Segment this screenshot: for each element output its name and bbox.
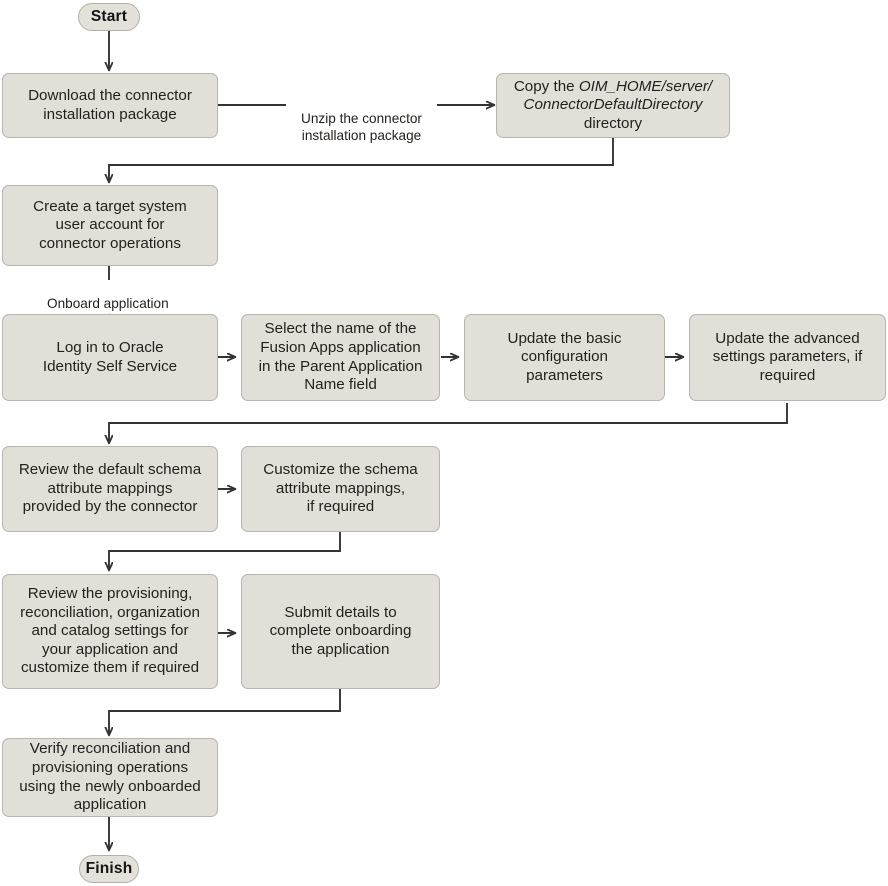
edge-label-onboard-application: Onboard application [44, 280, 190, 313]
start-label: Start [90, 8, 128, 25]
node-update-basic-config-label: Update the basic configuration parameter… [507, 329, 622, 384]
copy-suffix: directory [583, 114, 643, 132]
node-copy-directory-label: Copy the OIM_HOME/server/ ConnectorDefau… [503, 78, 723, 134]
finish-label: Finish [85, 860, 133, 877]
edge-advanced-settings-to-review-schema [109, 403, 788, 443]
node-review-default-schema: Review the default schema attribute mapp… [2, 446, 218, 532]
copy-prefix: Copy the [513, 77, 579, 95]
edge-copy-to-create-account [109, 138, 614, 182]
edge-label-onboard-text: Onboard application [47, 296, 169, 312]
edge-submit-details-to-verify [109, 689, 341, 735]
node-review-provisioning-settings: Review the provisioning, reconciliation,… [2, 574, 218, 689]
edge-label-unzip-text: Unzip the connector installation package [301, 111, 422, 143]
node-update-advanced-settings-label: Update the advanced settings parameters,… [712, 329, 863, 384]
node-customize-schema: Customize the schema attribute mappings,… [241, 446, 440, 532]
node-download-package-label: Download the connector installation pack… [28, 86, 192, 123]
node-review-provisioning-settings-label: Review the provisioning, reconciliation,… [20, 585, 200, 677]
node-select-application-name: Select the name of the Fusion Apps appli… [241, 314, 440, 401]
node-login-self-service: Log in to Oracle Identity Self Service [2, 314, 218, 401]
node-verify-operations-label: Verify reconciliation and provisioning o… [19, 740, 201, 814]
node-update-basic-config: Update the basic configuration parameter… [464, 314, 665, 401]
node-create-target-account-label: Create a target system user account for … [33, 197, 187, 252]
node-submit-details: Submit details to complete onboarding th… [241, 574, 440, 689]
node-customize-schema-label: Customize the schema attribute mappings,… [263, 461, 418, 516]
edge-label-unzip: Unzip the connector installation package [286, 95, 437, 144]
node-submit-details-label: Submit details to complete onboarding th… [269, 603, 412, 658]
node-verify-operations: Verify reconciliation and provisioning o… [2, 738, 218, 817]
node-select-application-name-label: Select the name of the Fusion Apps appli… [258, 320, 423, 394]
edge-customize-schema-to-review-settings [109, 532, 341, 570]
node-copy-directory: Copy the OIM_HOME/server/ ConnectorDefau… [496, 73, 730, 138]
node-login-self-service-label: Log in to Oracle Identity Self Service [42, 338, 178, 375]
node-update-advanced-settings: Update the advanced settings parameters,… [689, 314, 886, 401]
start-terminator: Start [78, 3, 140, 31]
node-download-package: Download the connector installation pack… [2, 73, 218, 138]
finish-terminator: Finish [79, 855, 139, 883]
node-review-default-schema-label: Review the default schema attribute mapp… [18, 461, 202, 516]
node-create-target-account: Create a target system user account for … [2, 185, 218, 266]
copy-italic-path: OIM_HOME/server/ ConnectorDefaultDirecto… [523, 77, 713, 114]
